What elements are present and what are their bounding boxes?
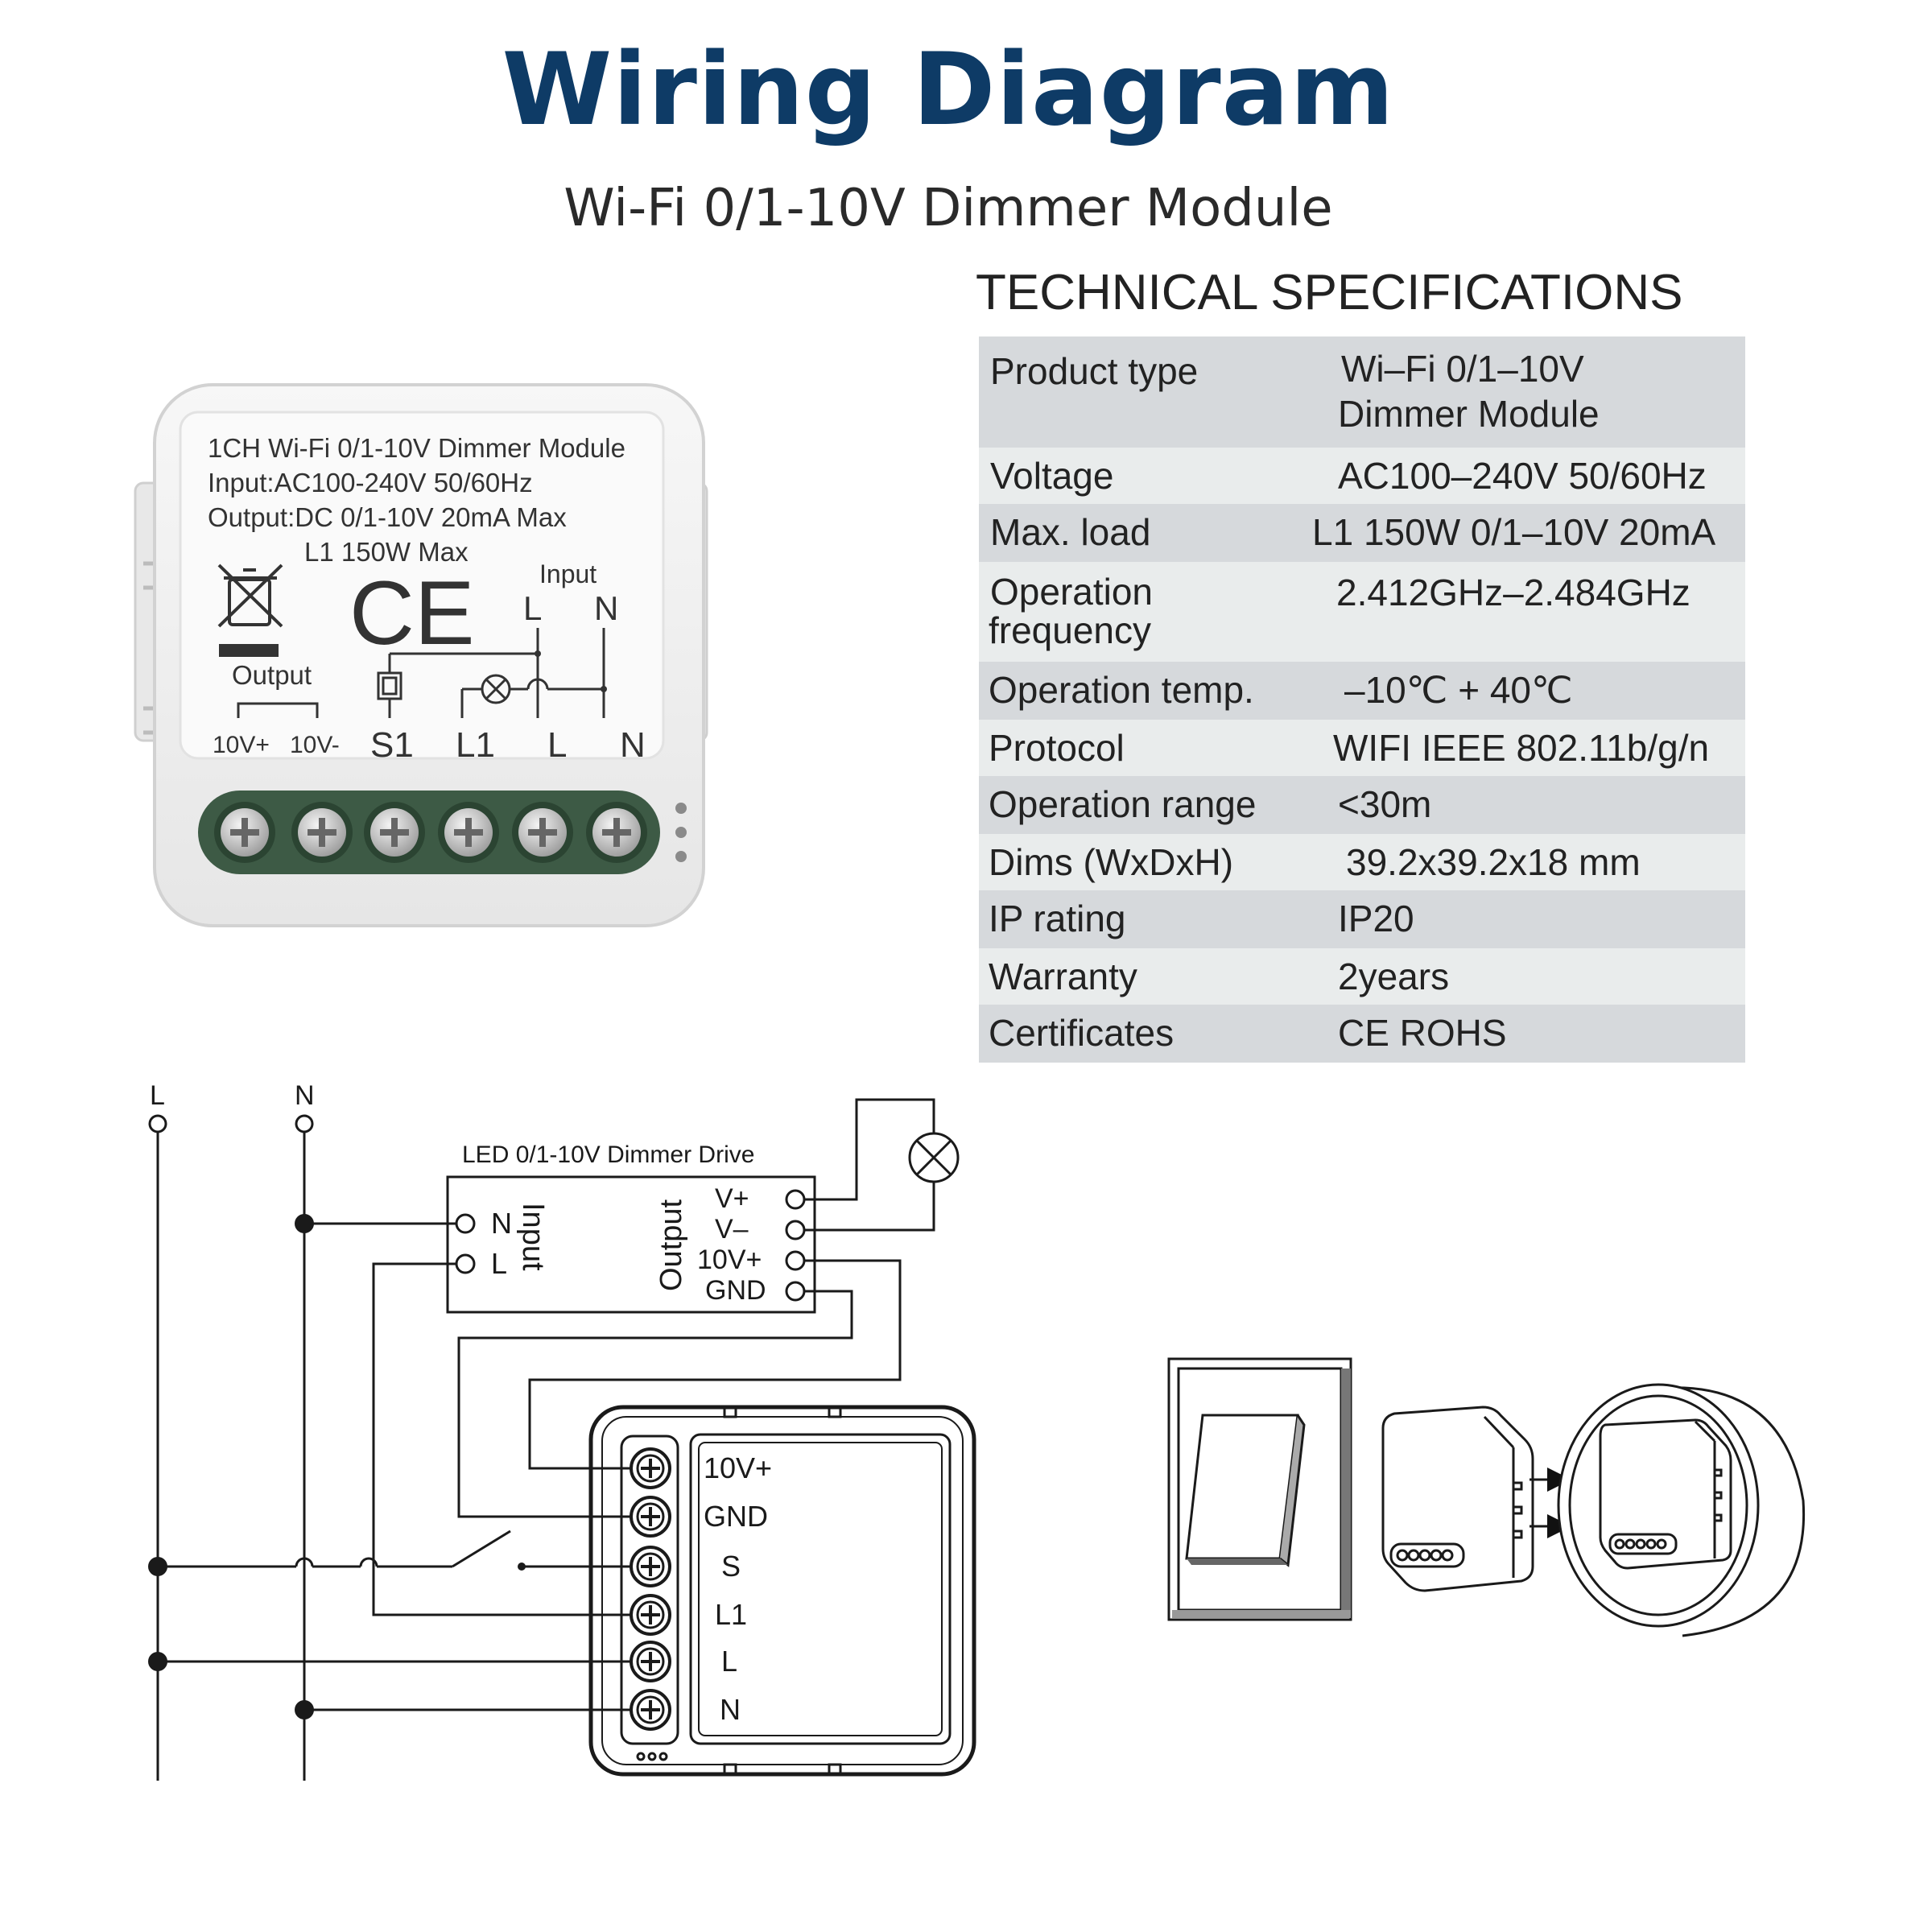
device-terminal-label: S1 (370, 725, 414, 765)
module-screws (630, 1447, 671, 1731)
spec-row: Operation frequency 2.412GHz–2.484GHz (979, 562, 1745, 662)
spec-title: TECHNICAL SPECIFICATIONS (976, 265, 1683, 320)
spec-value: –10℃ + 40℃ (1344, 669, 1573, 711)
spec-row: Dims (WxDxH) 39.2x39.2x18 mm (979, 834, 1745, 890)
module-term-label: L1 (715, 1598, 747, 1631)
wall-box-icon (1557, 1383, 1806, 1637)
spec-key: Dims (WxDxH) (989, 841, 1234, 883)
small-module-icon (1381, 1406, 1534, 1592)
spec-value: AC100–240V 50/60Hz (1338, 455, 1707, 497)
device-label-line: 1CH Wi-Fi 0/1-10V Dimmer Module (208, 433, 625, 463)
device-terminal-label: N (620, 725, 646, 765)
spec-row: Operation range <30m (979, 776, 1745, 834)
spec-key: Warranty (989, 956, 1137, 997)
ce-mark: CE (349, 563, 475, 663)
device-terminal-label: L (547, 725, 567, 765)
driver-output-label: Output (654, 1199, 688, 1291)
spec-value-line2: Dimmer Module (1338, 393, 1600, 435)
spec-value: CE ROHS (1338, 1012, 1507, 1054)
spec-table: Product type Wi–Fi 0/1–10V Dimmer Module… (979, 336, 1745, 1063)
device-terminal-label: 10V- (290, 732, 340, 758)
wiring-schematic (148, 1098, 976, 1781)
device-input-label: Input (539, 559, 597, 588)
installation-illustration (1167, 1357, 1806, 1637)
driver-out-term: 10V+ (697, 1245, 762, 1275)
spec-value: <30m (1338, 783, 1432, 825)
spec-row: Warranty 2years (979, 948, 1745, 1005)
spec-key: Operation range (989, 783, 1257, 825)
wire-l-label: L (150, 1080, 165, 1111)
driver-in-term: N (491, 1207, 512, 1240)
spec-key: Max. load (990, 511, 1151, 553)
spec-row: Operation temp. –10℃ + 40℃ (979, 662, 1745, 720)
spec-key-line2: frequency (989, 609, 1152, 651)
device-schematic (377, 628, 605, 718)
spec-key: Product type (990, 350, 1199, 392)
spec-value: IP20 (1338, 898, 1414, 939)
driver-out-term: GND (705, 1275, 766, 1306)
spec-row: IP rating IP20 (979, 890, 1745, 948)
spec-key: Voltage (990, 455, 1114, 497)
device-label-line: Input:AC100-240V 50/60Hz (208, 468, 533, 497)
module-term-label: L (721, 1645, 737, 1678)
spec-key: Protocol (989, 727, 1125, 769)
spec-key: Operation (990, 571, 1154, 613)
device-output-label: Output (232, 660, 312, 690)
module-term-label: N (720, 1693, 741, 1726)
weee-bin-icon (217, 564, 283, 628)
spec-row: Certificates CE ROHS (979, 1005, 1745, 1063)
spec-value: 2years (1338, 956, 1450, 997)
driver-in-term: L (491, 1247, 507, 1280)
weee-bar (219, 644, 279, 657)
terminal-screws (214, 802, 647, 863)
spec-value: L1 150W 0/1–10V 20mA (1312, 511, 1716, 553)
driver-input-label: Input (516, 1203, 550, 1271)
device-photo: 1CH Wi-Fi 0/1-10V Dimmer Module Input:AC… (134, 383, 708, 927)
module-term-label: 10V+ (704, 1451, 772, 1484)
spec-row: Voltage AC100–240V 50/60Hz (979, 448, 1745, 504)
driver-title: LED 0/1-10V Dimmer Drive (462, 1141, 754, 1168)
spec-value: 2.412GHz–2.484GHz (1336, 572, 1690, 613)
spec-key: Certificates (989, 1012, 1174, 1054)
device-label-line: Output:DC 0/1-10V 20mA Max (208, 502, 567, 532)
device-terminal-label: 10V+ (213, 732, 270, 758)
device-input-l: L (523, 589, 542, 627)
page-subtitle: Wi-Fi 0/1-10V Dimmer Module (564, 179, 1333, 238)
spec-value: 39.2x39.2x18 mm (1346, 841, 1641, 883)
device-input-n: N (594, 589, 618, 627)
spec-row: Max. load L1 150W 0/1–10V 20mA (979, 504, 1745, 562)
driver-out-term: V+ (715, 1183, 749, 1214)
driver-out-term: V– (715, 1214, 749, 1245)
spec-value: Wi–Fi 0/1–10V (1341, 348, 1584, 390)
junction-dots (148, 1214, 526, 1719)
spec-row: Protocol WIFI IEEE 802.11b/g/n (979, 720, 1745, 776)
module-term-label: GND (704, 1500, 768, 1533)
device-label-line: L1 150W Max (304, 537, 469, 567)
device-terminal-label: L1 (456, 725, 495, 765)
module-term-label: S (721, 1550, 741, 1583)
spec-key: IP rating (989, 898, 1126, 939)
spec-value: WIFI IEEE 802.11b/g/n (1333, 727, 1710, 769)
spec-key: Operation temp. (989, 669, 1254, 711)
wire-n-label: N (295, 1080, 315, 1111)
wall-switch-icon (1167, 1357, 1352, 1621)
spec-row: Product type Wi–Fi 0/1–10V Dimmer Module (979, 336, 1745, 448)
page-title: Wiring Diagram (502, 32, 1395, 148)
